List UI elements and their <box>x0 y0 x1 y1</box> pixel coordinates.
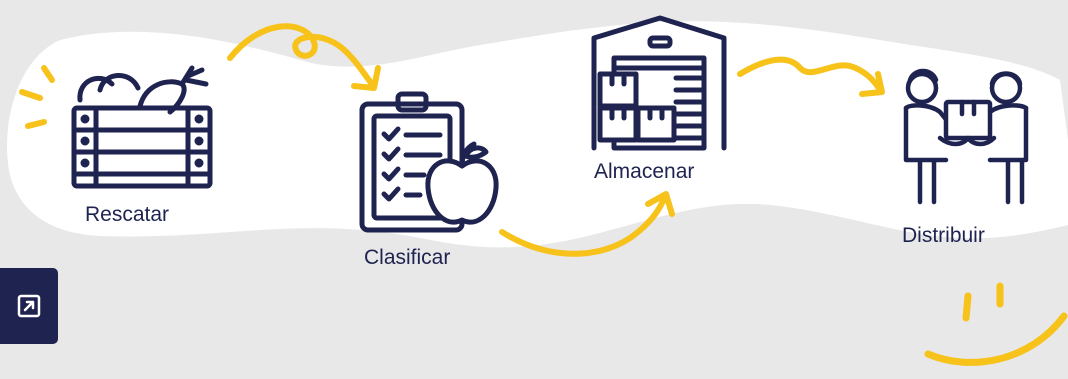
crate-of-vegetables-icon <box>71 65 213 189</box>
background-blob <box>7 21 1068 248</box>
step-label-rescatar: Rescatar <box>85 203 170 226</box>
step-label-almacenar: Almacenar <box>594 160 695 183</box>
sparkle-marks <box>19 65 55 129</box>
handover-box-icon <box>903 68 1029 205</box>
loop-arrow-1 <box>227 23 375 87</box>
expand-button[interactable] <box>0 268 58 344</box>
curve-arrow-2 <box>499 193 668 257</box>
step-label-clasificar: Clasificar <box>364 246 451 269</box>
corner-smile <box>924 282 1068 366</box>
arrowhead-3 <box>859 71 885 97</box>
warehouse-icon <box>591 15 727 151</box>
arrowhead-1 <box>351 65 381 91</box>
expand-icon <box>17 294 41 318</box>
clipboard-apple-icon <box>359 91 499 233</box>
arrowhead-2 <box>645 191 675 217</box>
step-label-distribuir: Distribuir <box>902 224 985 247</box>
wave-arrow-3 <box>737 56 883 93</box>
